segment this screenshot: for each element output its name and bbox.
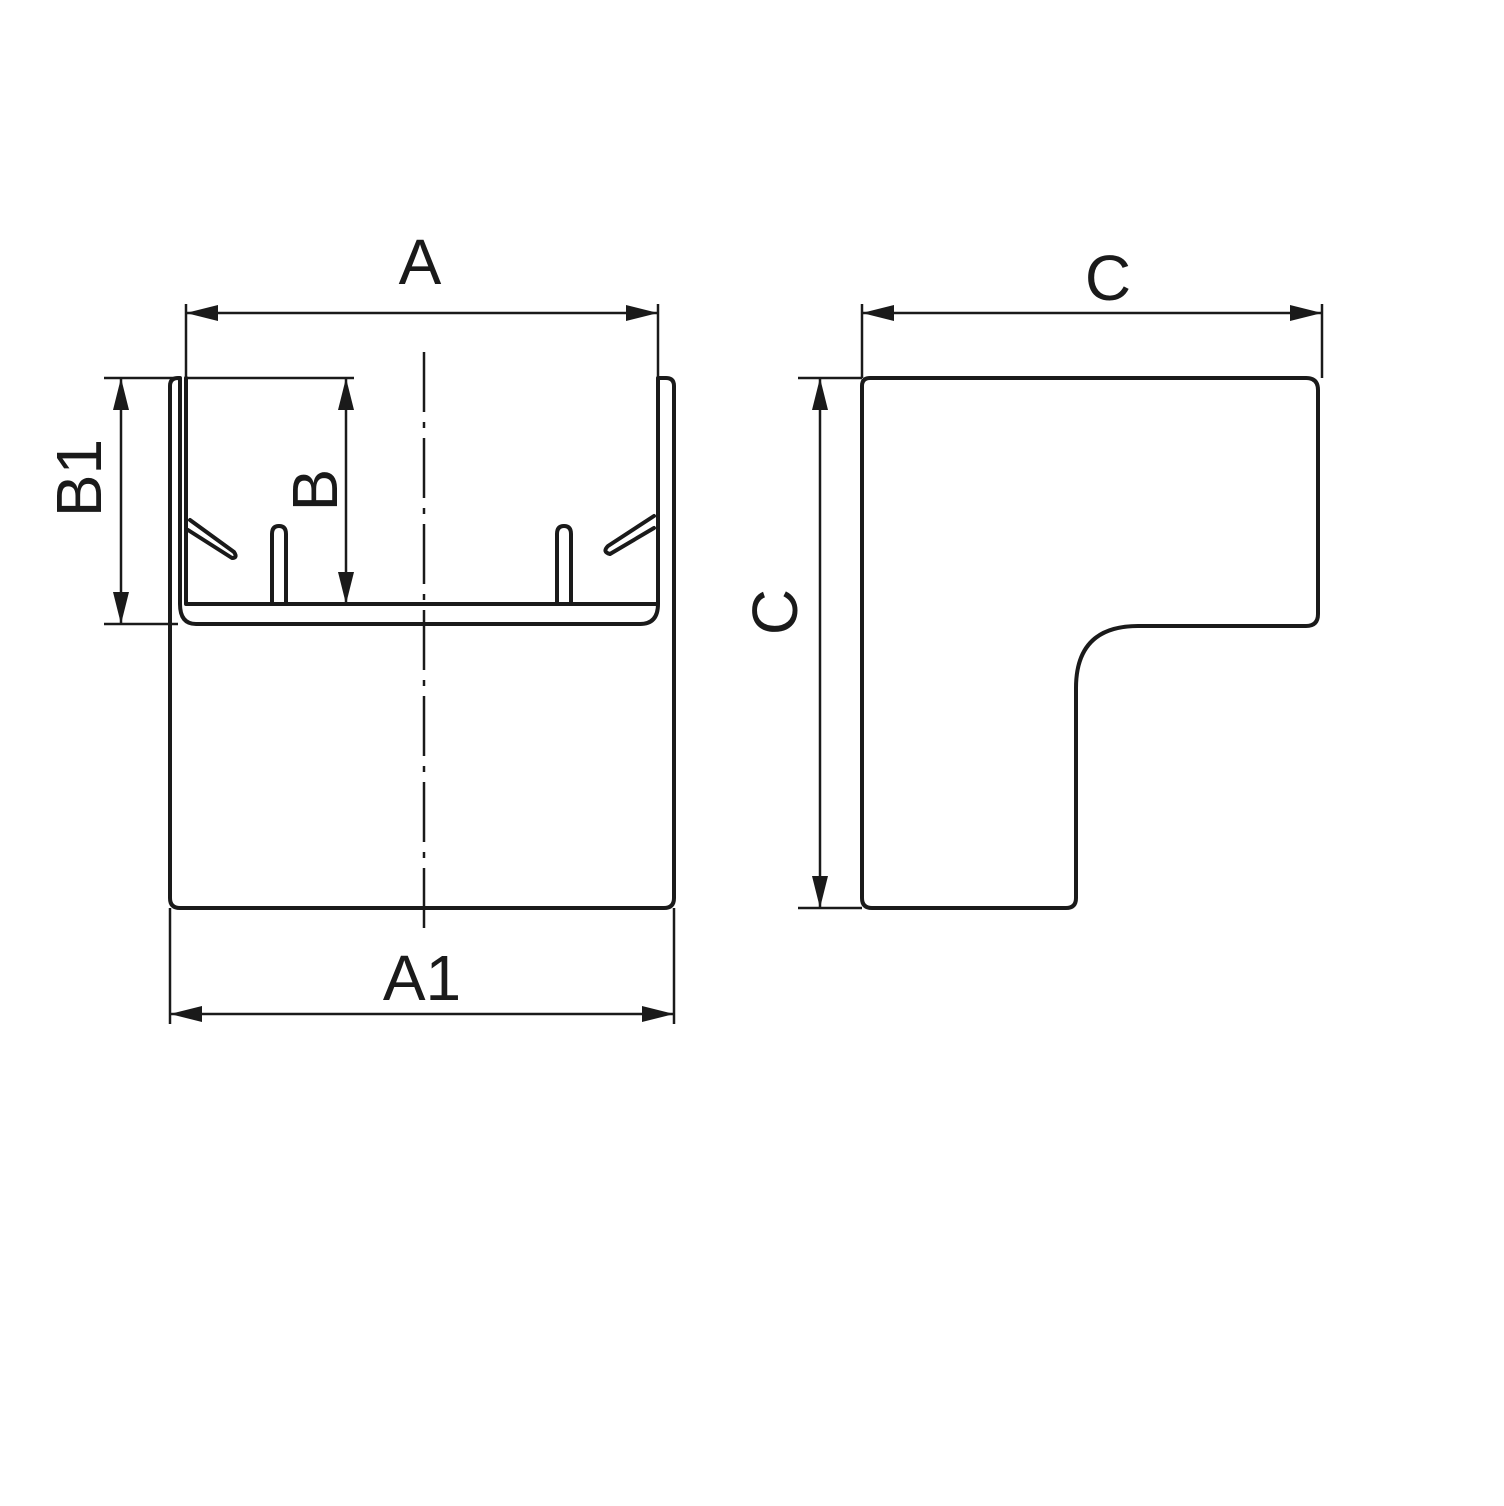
front-outer-outline [168, 376, 676, 910]
right-vertical-clip [555, 524, 573, 606]
dim-b-label: B [279, 469, 351, 512]
front-view [168, 352, 676, 928]
right-slanted-clip [603, 514, 656, 556]
left-slanted-clip [186, 518, 238, 560]
dim-a-label: A [399, 226, 442, 298]
dim-a1-arrow-right [642, 1006, 674, 1022]
dimension-a: A [184, 226, 660, 378]
dim-b-arrow-bottom [338, 572, 354, 604]
dim-a1-arrow-left [170, 1006, 202, 1022]
dimension-b: B [186, 376, 354, 604]
dim-c-arrow-right [1290, 305, 1322, 321]
dim-c-label-horizontal: C [1085, 242, 1131, 314]
dim-a-arrow-right [626, 305, 658, 321]
dimension-c-vertical: C [739, 376, 862, 910]
side-outline [860, 376, 1320, 910]
dim-b-arrow-top [338, 378, 354, 410]
dimension-c-horizontal: C [860, 242, 1324, 378]
dim-a1-label: A1 [383, 942, 461, 1014]
dim-c-label-vertical: C [739, 589, 811, 635]
dim-c-arrow-top [812, 378, 828, 410]
dim-b1-arrow-top [113, 378, 129, 410]
side-view [860, 376, 1320, 910]
dim-a-arrow-left [186, 305, 218, 321]
dim-b1-arrow-bottom [113, 592, 129, 624]
left-vertical-clip [270, 524, 288, 606]
dim-b1-label: B1 [43, 439, 115, 517]
front-channel-inner [184, 376, 658, 606]
dim-c-arrow-bottom [812, 876, 828, 908]
dim-c-arrow-left [862, 305, 894, 321]
dimension-a1: A1 [168, 908, 676, 1024]
dimension-b1: B1 [43, 376, 178, 626]
